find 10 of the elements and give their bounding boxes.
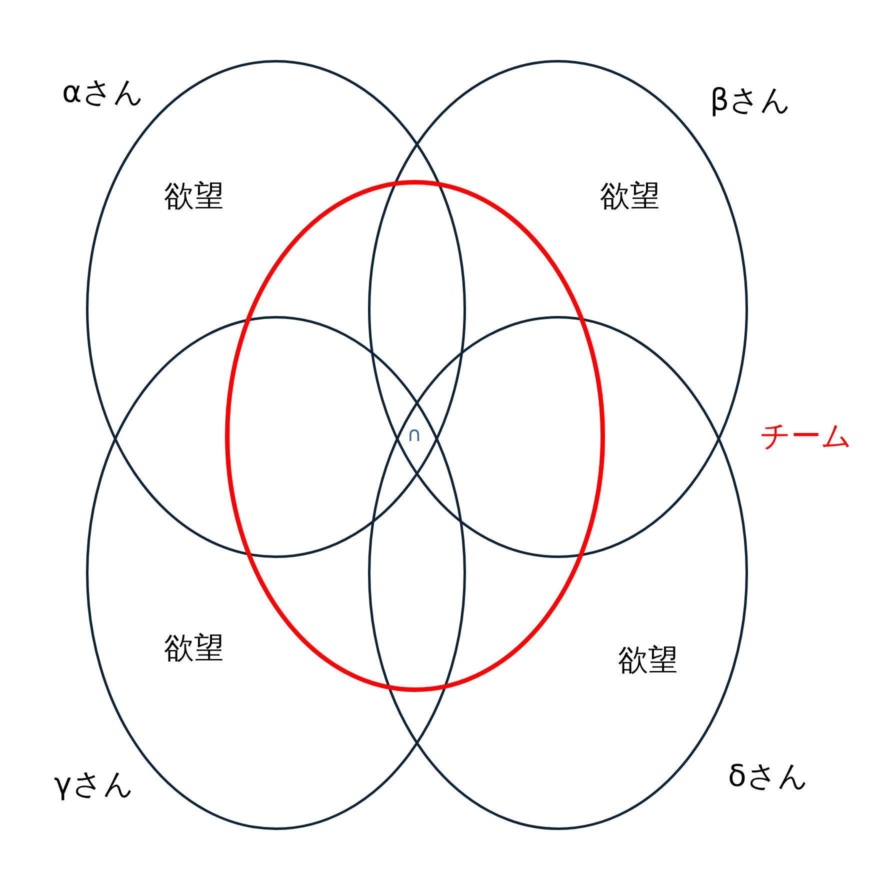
region-label: 欲望: [164, 182, 224, 212]
region-label: 欲望: [600, 182, 660, 212]
group-name: βさん: [710, 86, 792, 116]
group-name: γさん: [54, 770, 134, 800]
intersection-symbol: ∩: [407, 424, 422, 444]
region-label: 欲望: [164, 634, 224, 664]
group-name: αさん: [62, 78, 144, 108]
region-label: 欲望: [618, 646, 678, 676]
group-name: δさん: [728, 762, 808, 792]
group-name: チーム: [760, 422, 852, 452]
